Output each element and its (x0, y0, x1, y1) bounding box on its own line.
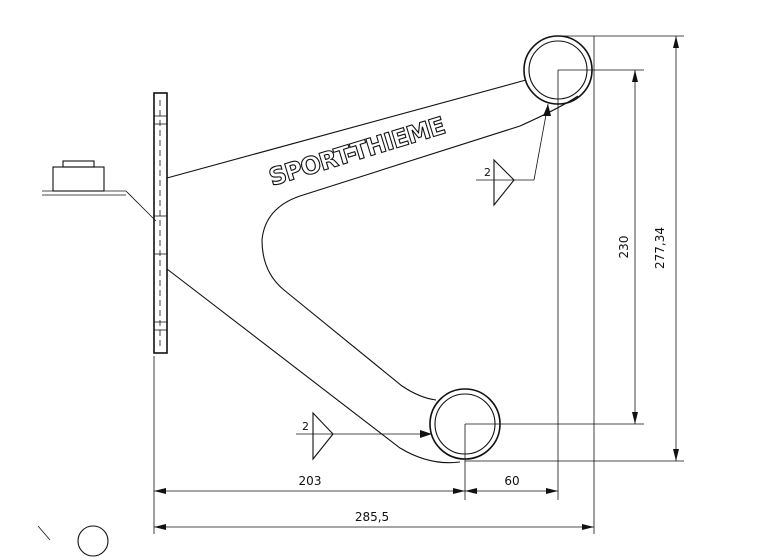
extension-lines (153, 35, 684, 534)
dimension-203: 203 (154, 474, 465, 494)
bracket-tube (166, 79, 579, 464)
dimension-277-34-label: 277,34 (653, 227, 667, 269)
detail-marker (37, 525, 109, 557)
weld-symbol-lower: 2 (296, 411, 432, 461)
dimension-285-5-label: 285,5 (355, 510, 389, 524)
dimension-285-5: 285,5 (154, 510, 594, 530)
dimension-60-label: 60 (504, 474, 519, 488)
dimension-230-label: 230 (617, 236, 631, 259)
dimension-60: 60 (465, 474, 558, 494)
logo-text: SPORT-THIEME (266, 112, 448, 192)
upper-tube-ring (523, 35, 593, 500)
weld-detail-symbol (42, 160, 157, 222)
dimension-203-label: 203 (299, 474, 322, 488)
sport-thieme-logo: SPORT-THIEME (265, 111, 448, 192)
weld-lower-size: 2 (302, 420, 309, 433)
dimension-230: 230 (617, 70, 638, 424)
weld-upper-size: 2 (484, 166, 491, 179)
weld-symbol-upper: 2 (476, 103, 551, 207)
mounting-plate (153, 92, 168, 354)
dimension-277-34: 277,34 (653, 36, 679, 461)
lower-tube-ring (429, 388, 501, 500)
